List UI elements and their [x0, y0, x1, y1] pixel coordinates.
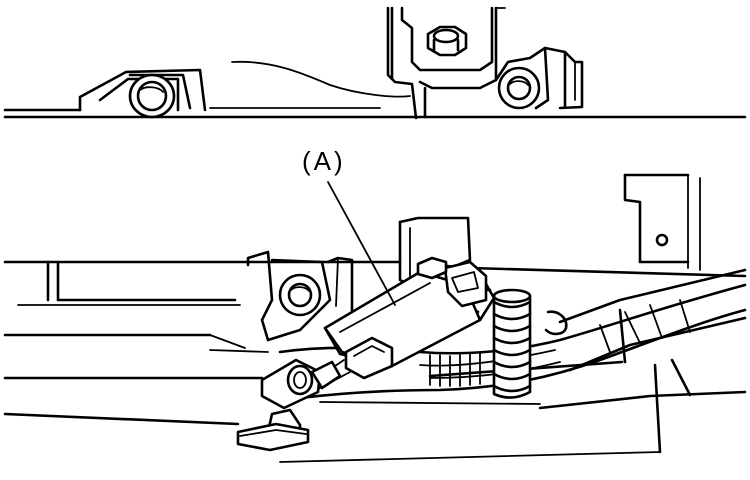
center-bracket-bolt	[426, 25, 468, 57]
lower-bracket-nut	[278, 273, 322, 317]
callout-a-label: (A)	[302, 146, 346, 176]
center-mounting-bracket	[386, 6, 506, 120]
right-bracket-nut	[497, 66, 541, 110]
harness-plug-end	[260, 358, 351, 410]
callout-a: (A)	[302, 146, 396, 306]
lower-body-frame	[3, 173, 747, 463]
right-mounting-bracket	[494, 46, 584, 110]
upper-body-panel	[3, 60, 747, 119]
harness-clip	[236, 408, 310, 452]
connector-a	[323, 256, 496, 380]
corrugated-wire-loom	[468, 288, 532, 399]
callout-a-leader-line	[327, 181, 396, 306]
left-bracket-nut	[128, 73, 176, 119]
